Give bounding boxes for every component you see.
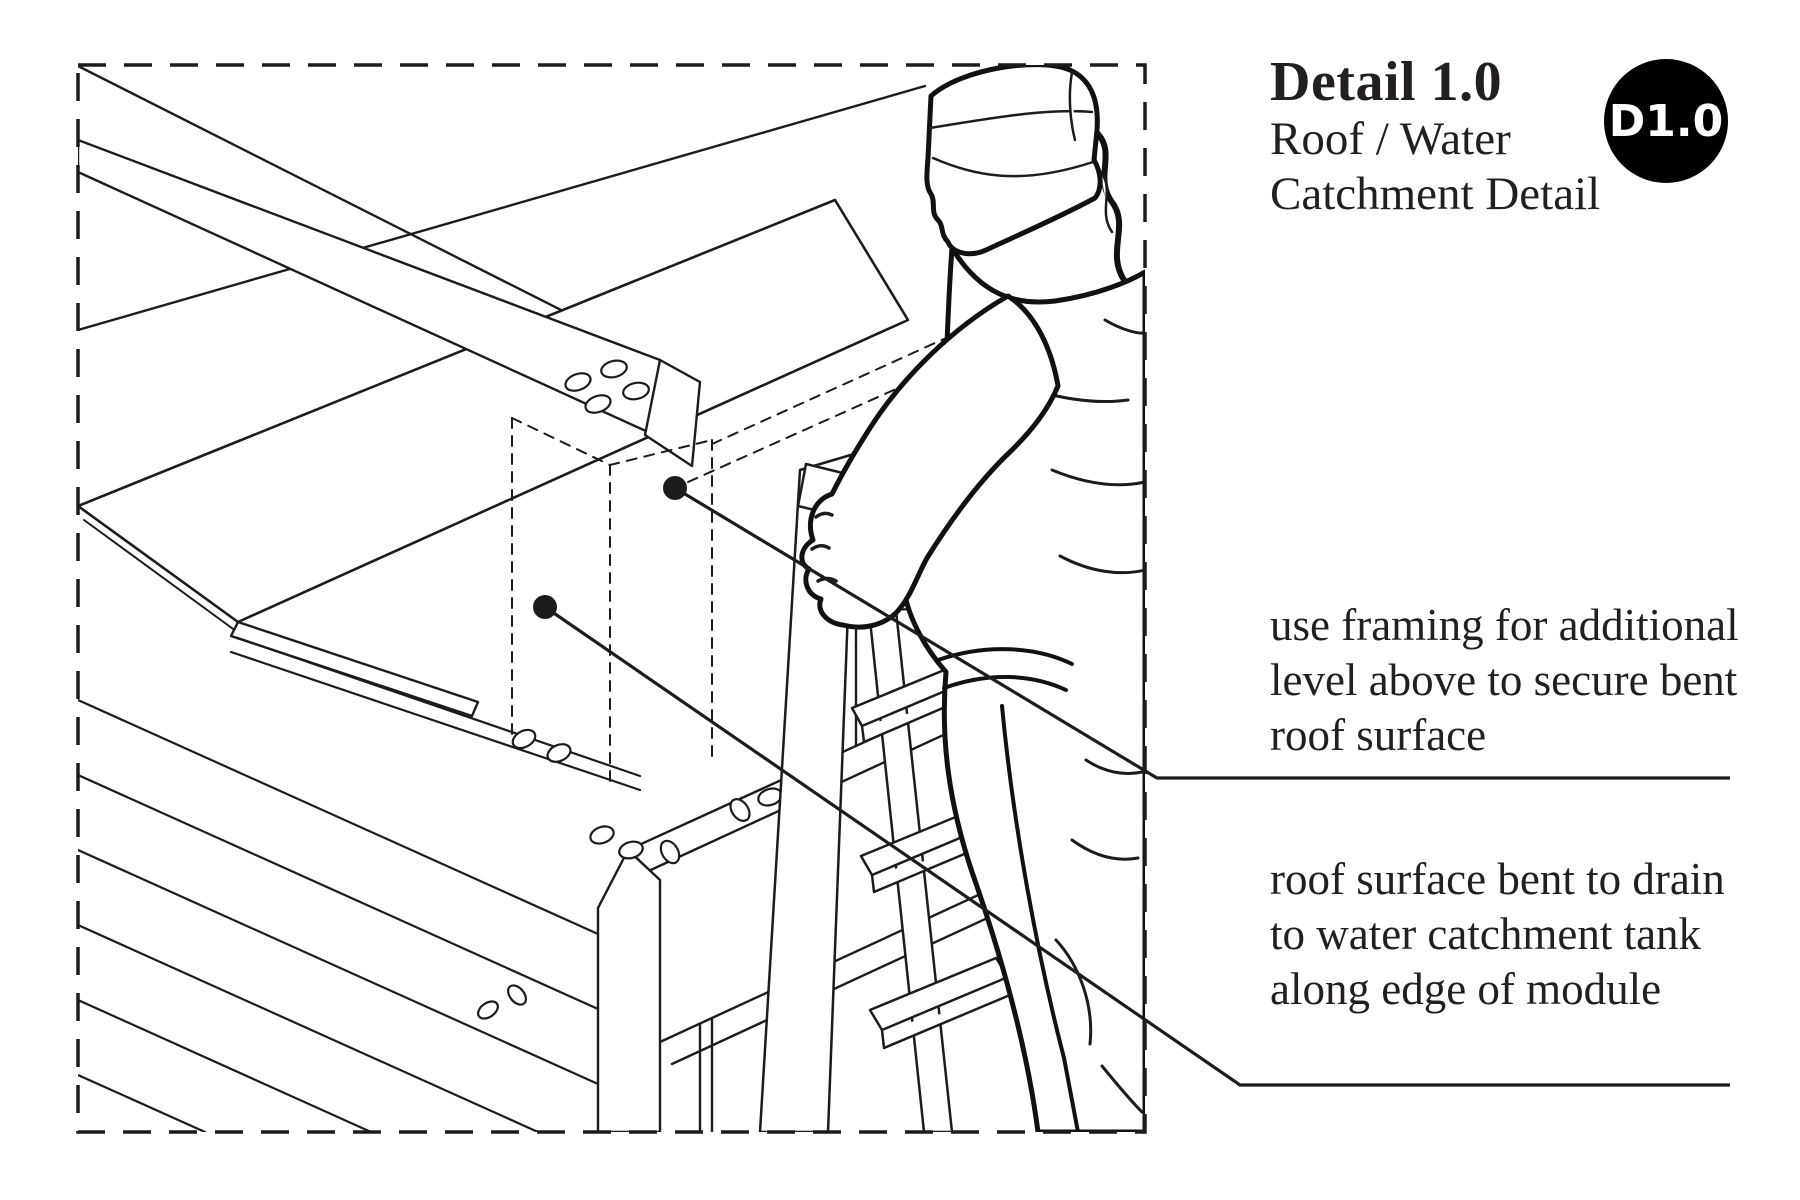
worker-arm	[799, 293, 1061, 630]
bent-roof-edge	[229, 620, 480, 718]
bolted-beam	[78, 138, 702, 468]
callout-dot-2	[533, 595, 557, 619]
wall-rim	[229, 636, 642, 792]
drawing-contents	[78, 65, 1145, 1132]
bandana-folds	[928, 70, 1095, 178]
roof-eave-thickness	[83, 519, 241, 635]
title-block: Detail 1.0 Roof / Water Catchment Detail	[1270, 52, 1750, 222]
wall-stud	[698, 1016, 714, 1132]
corner-post	[596, 848, 662, 1132]
leader-line-1	[674, 486, 1730, 780]
leg-inner-line	[1000, 704, 1080, 1132]
roof-surface-plane	[78, 198, 910, 624]
detail-badge-label: D1.0	[1608, 95, 1724, 147]
callout-leaders	[533, 476, 1730, 1087]
annotation-framing: use framing for additional level above t…	[1270, 598, 1770, 763]
worker-figure	[799, 65, 1145, 1132]
annotation-line: along edge of module	[1270, 964, 1662, 1014]
detail-boundary-box	[76, 63, 1147, 1134]
page-title: Detail 1.0	[1270, 51, 1503, 113]
annotation-line: roof surface bent to drain	[1270, 854, 1725, 904]
detail-badge: D1.0	[1604, 59, 1728, 183]
annotation-line: level above to secure bent	[1270, 655, 1738, 705]
annotation-line: to water catchment tank	[1270, 909, 1702, 959]
annotation-line: roof surface	[1270, 710, 1487, 760]
leader-line-2	[544, 605, 1730, 1087]
callout-dot-1	[663, 476, 687, 500]
annotation-roof-drain: roof surface bent to drain to water catc…	[1270, 852, 1770, 1017]
beam-end-face	[643, 358, 702, 468]
rafter-line	[78, 84, 927, 332]
page-subtitle-line2: Catchment Detail	[1270, 168, 1601, 220]
clapboard-siding	[78, 698, 600, 1132]
annotation-line: use framing for additional	[1270, 600, 1739, 650]
page-subtitle-line1: Roof / Water	[1270, 113, 1511, 165]
